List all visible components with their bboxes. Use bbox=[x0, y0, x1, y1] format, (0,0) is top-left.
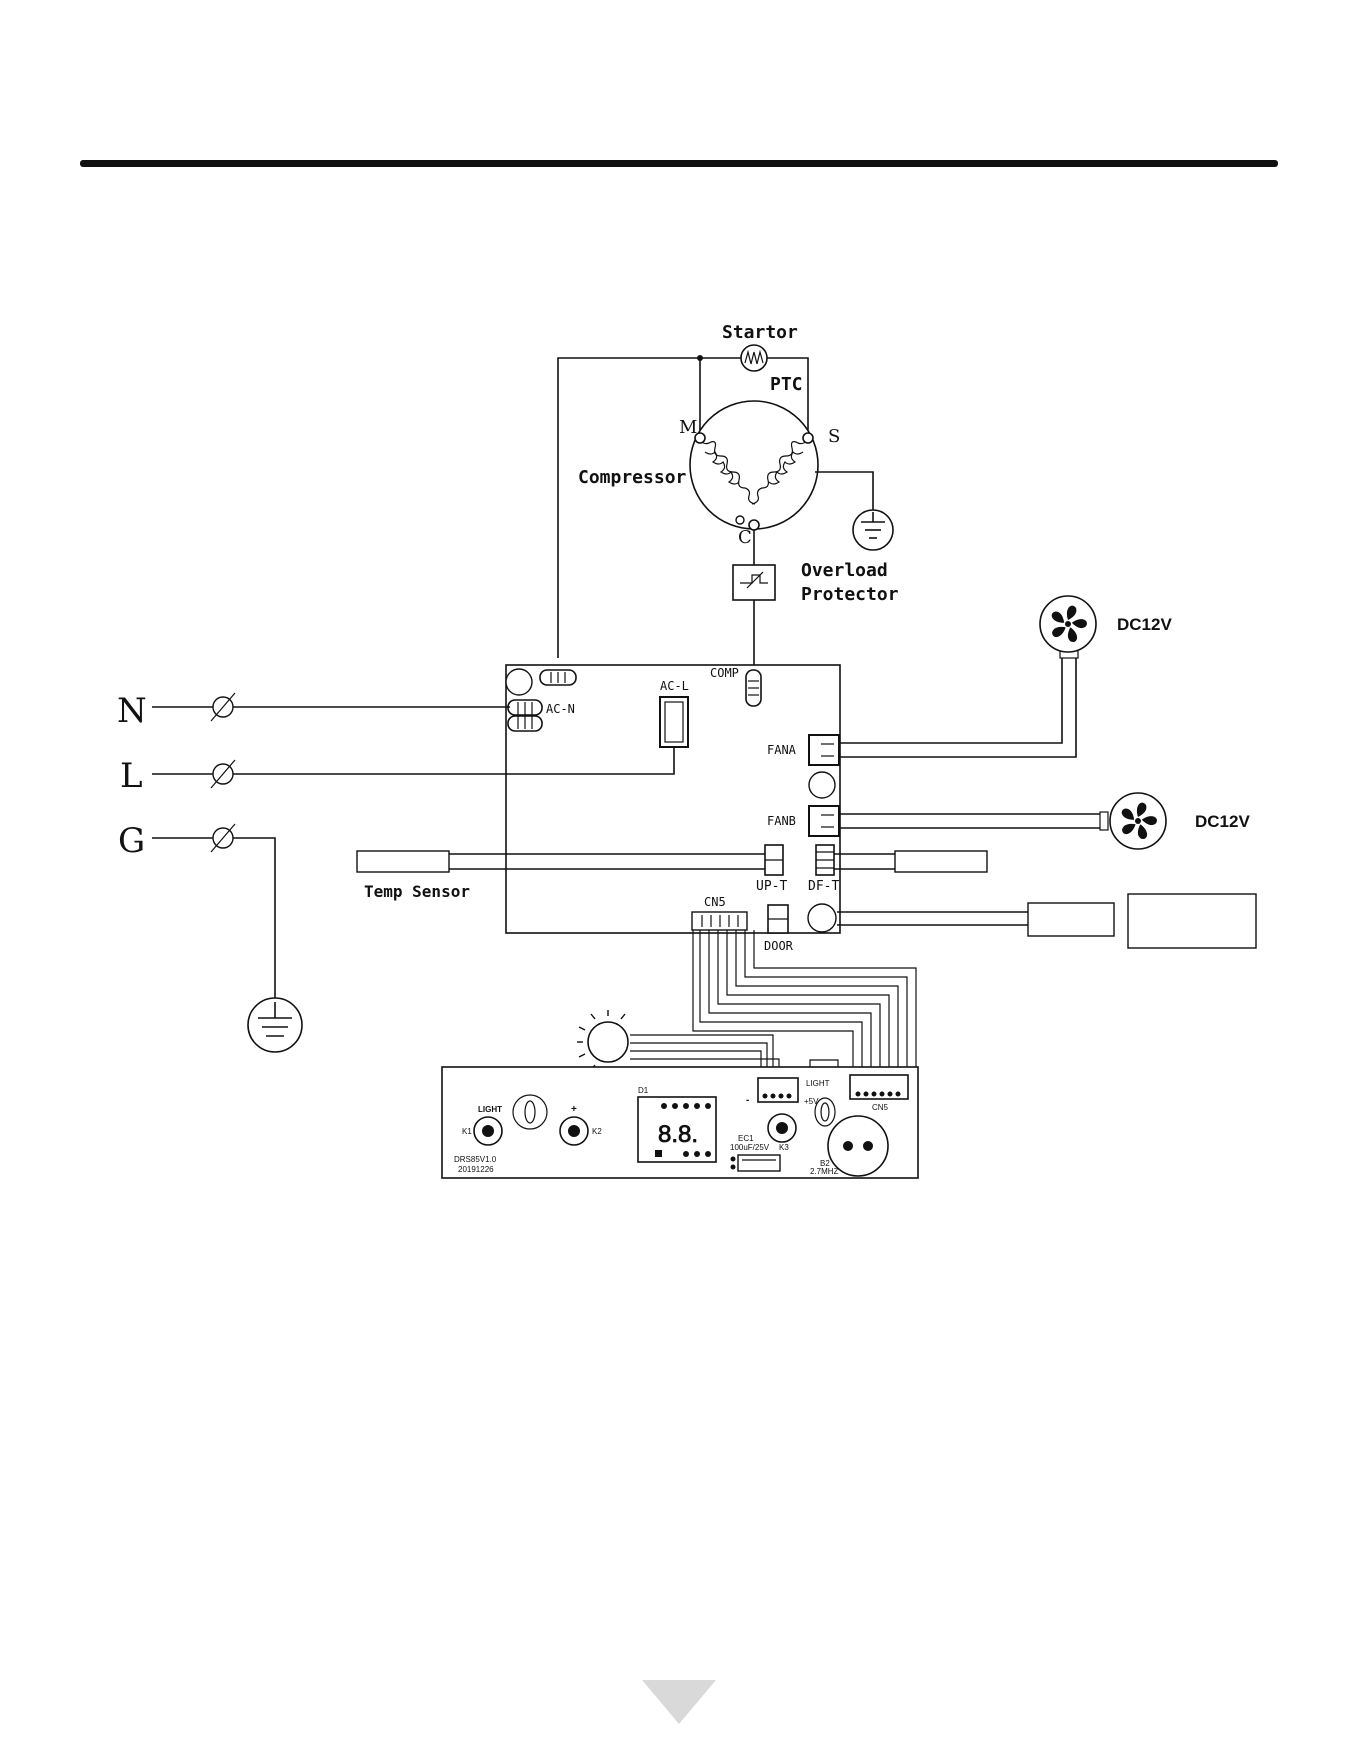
door-switch-plug bbox=[1028, 903, 1114, 936]
compressor-label: Compressor bbox=[578, 467, 687, 488]
board-plus-label: + bbox=[571, 1104, 577, 1115]
ac-l-label: AC-L bbox=[660, 679, 689, 693]
overload-label-line2: Protector bbox=[801, 584, 899, 605]
board-cn5-label: CN5 bbox=[872, 1103, 889, 1112]
door-switch-body bbox=[1128, 894, 1256, 948]
board-ec1-spec: 100uF/25V bbox=[730, 1143, 770, 1152]
line-n-label: N bbox=[117, 691, 147, 731]
line-g-label: G bbox=[118, 821, 145, 861]
board-light-label: LIGHT bbox=[478, 1105, 502, 1114]
ptc-label: PTC bbox=[770, 374, 803, 395]
board-d1-label: D1 bbox=[638, 1086, 649, 1095]
header-rule bbox=[80, 160, 1278, 167]
temp-sensor-label: Temp Sensor bbox=[364, 882, 470, 901]
startor-label: Startor bbox=[722, 322, 798, 343]
defrost-sensor-probe bbox=[895, 851, 987, 872]
board-b2-spec: 2.7MHZ bbox=[810, 1167, 839, 1176]
display-board: LIGHT K1 + K2 D1 8.8. EC1 100uF/25V - bbox=[442, 1060, 918, 1178]
fana-label: FANA bbox=[767, 743, 797, 757]
board-k3-label: K3 bbox=[779, 1143, 789, 1152]
board-date-label: 20191226 bbox=[458, 1165, 494, 1174]
ptc-startor-icon bbox=[741, 345, 767, 371]
terminal-m-label: M bbox=[679, 417, 697, 438]
cn5-label: CN5 bbox=[704, 895, 726, 909]
board-minus-label: - bbox=[746, 1095, 749, 1106]
fan-b: DC12V bbox=[840, 793, 1250, 849]
board-ec1-label: EC1 bbox=[738, 1134, 754, 1143]
page-down-triangle-icon[interactable] bbox=[642, 1680, 716, 1724]
ac-n-label: AC-N bbox=[546, 702, 575, 716]
overload-label-line1: Overload bbox=[801, 560, 888, 581]
fan-b-voltage: DC12V bbox=[1195, 812, 1250, 831]
light-bulb-icon bbox=[588, 1022, 628, 1062]
df-t-label: DF-T bbox=[808, 879, 839, 894]
compressor-section: Startor PTC M S C Compressor Overload Pr… bbox=[558, 322, 899, 668]
fan-a-voltage: DC12V bbox=[1117, 615, 1172, 634]
board-digits: 8.8. bbox=[658, 1121, 698, 1148]
board-light-conn-label: LIGHT bbox=[806, 1079, 830, 1088]
comp-label: COMP bbox=[710, 666, 739, 680]
overload-protector-icon bbox=[733, 565, 775, 600]
fanb-label: FANB bbox=[767, 814, 796, 828]
line-l-label: L bbox=[120, 756, 143, 796]
board-k2-label: K2 bbox=[592, 1127, 602, 1136]
ribbon-cable bbox=[577, 930, 916, 1080]
main-control-board: COMP AC-L AC-N FANA FANB UP-T DF-T CN5 D… bbox=[506, 665, 840, 953]
terminal-c-label: C bbox=[738, 527, 752, 548]
compressor-icon bbox=[690, 401, 818, 529]
up-t-label: UP-T bbox=[756, 879, 787, 894]
board-model-label: DRS85V1.0 bbox=[454, 1155, 497, 1164]
door-label: DOOR bbox=[764, 939, 794, 953]
fan-a: DC12V bbox=[840, 596, 1172, 757]
terminal-s-label: S bbox=[828, 426, 840, 447]
board-k1-label: K1 bbox=[462, 1127, 472, 1136]
temp-sensor-probe bbox=[357, 851, 449, 872]
